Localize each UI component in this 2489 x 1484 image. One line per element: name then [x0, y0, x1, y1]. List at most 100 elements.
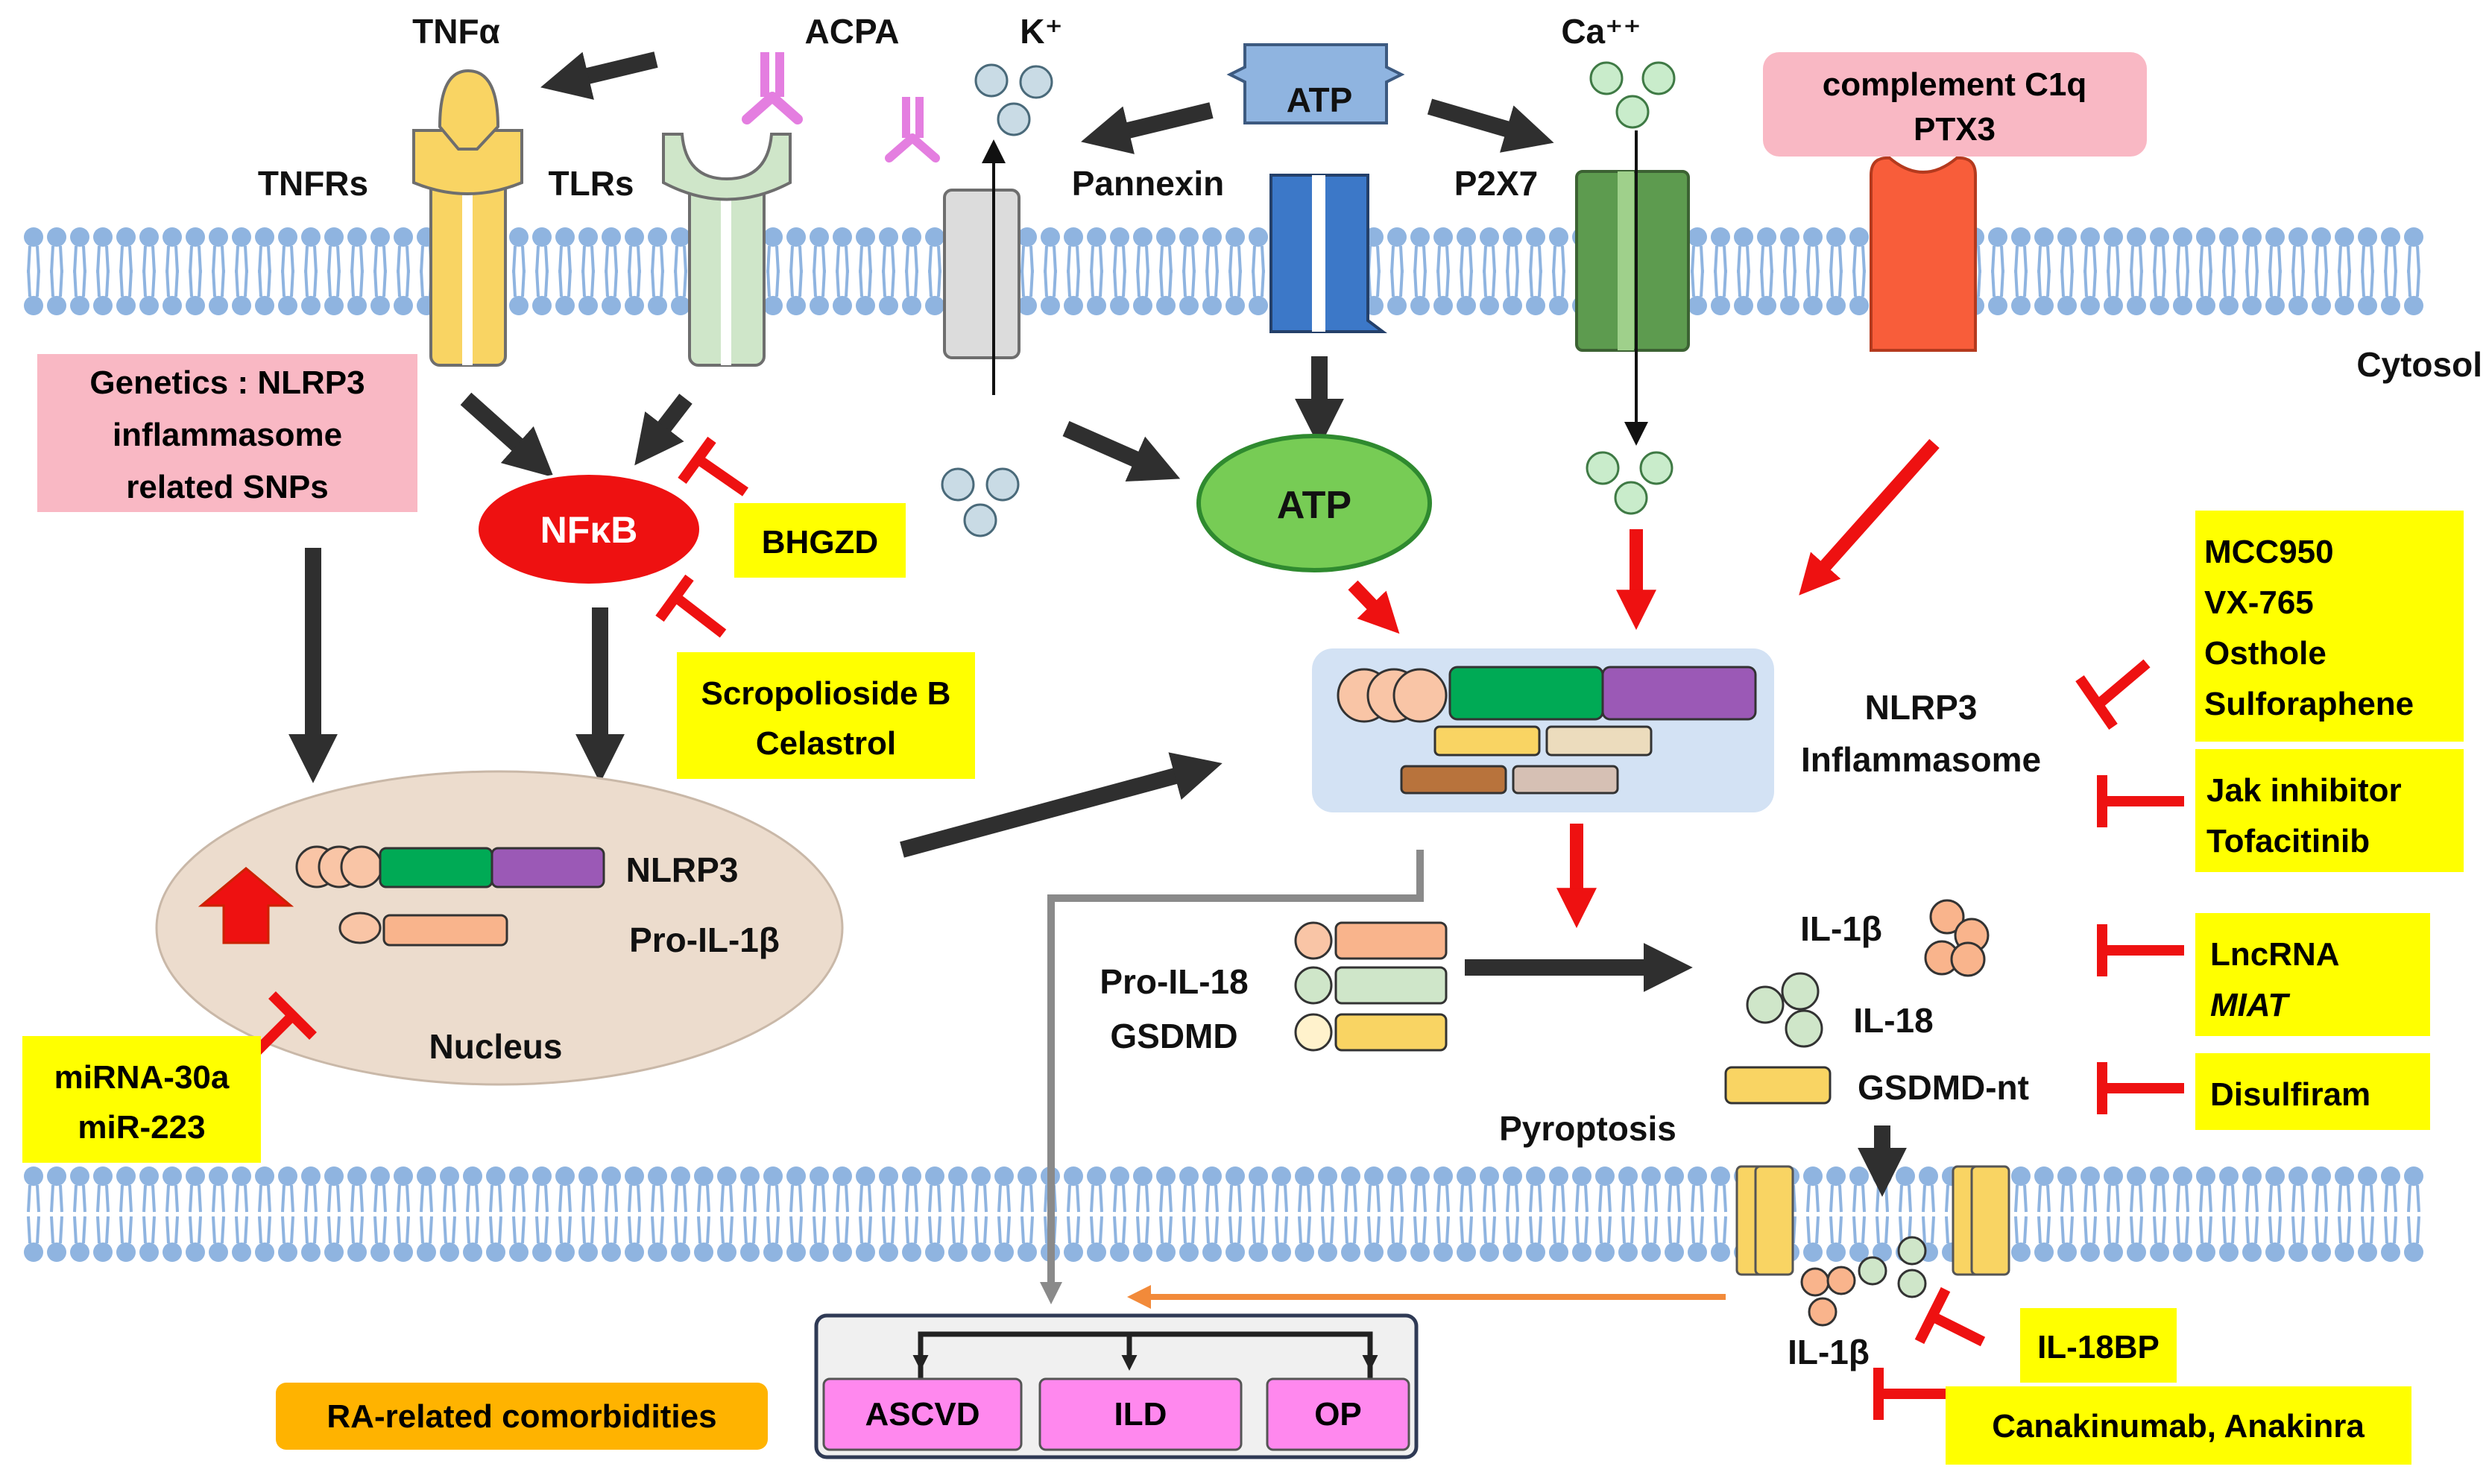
- lipid-tail: [2407, 1184, 2420, 1213]
- lipid-tail: [1113, 1184, 1126, 1213]
- lipid-head: [255, 296, 274, 315]
- lipid-tail: [1460, 1216, 1473, 1244]
- lipid-head: [648, 296, 667, 315]
- lipid-tail: [697, 1216, 710, 1244]
- lipid-head: [116, 227, 136, 247]
- lipid-tail: [2083, 1216, 2097, 1244]
- lipid-tail: [2407, 1216, 2420, 1244]
- lipid-head: [509, 1166, 529, 1186]
- lipid-head: [2150, 1166, 2169, 1186]
- lipid-tail: [1136, 1184, 1149, 1213]
- drug-box-jak: Jak inhibitor Tofacitinib: [2195, 749, 2464, 872]
- lipid-head: [1156, 227, 1176, 247]
- tnfa-ligand-shape: [438, 69, 500, 151]
- lipid-tail: [2384, 1184, 2397, 1213]
- lipid-tail: [628, 245, 641, 274]
- lipid-tail: [350, 1216, 364, 1244]
- gsdmd-pore-left: [1735, 1165, 1794, 1276]
- lipid-head: [1018, 296, 1037, 315]
- lipid-head: [2358, 296, 2377, 315]
- lipid-head: [1364, 1243, 1384, 1262]
- lipid-tail: [189, 269, 202, 297]
- lipid-tail: [1483, 1184, 1496, 1213]
- lipid-head: [163, 1166, 182, 1186]
- lipid-head: [786, 296, 806, 315]
- lipid-head: [856, 1166, 875, 1186]
- il1b-bottom-label: IL-1β: [1788, 1333, 1870, 1371]
- lipid-tail: [2014, 245, 2028, 274]
- lipid-tail: [1159, 1184, 1173, 1213]
- lipid-tail: [50, 269, 63, 297]
- lipid-head: [440, 1243, 459, 1262]
- lipid-tail: [1899, 1184, 1912, 1213]
- lipid-head: [2288, 227, 2308, 247]
- lipid-tail: [466, 1216, 479, 1244]
- lipid-tail: [1552, 245, 1565, 274]
- lipid-tail: [142, 1184, 156, 1213]
- lipid-head: [1179, 296, 1199, 315]
- lipid-tail: [119, 245, 133, 274]
- lipid-head: [1202, 296, 1222, 315]
- lipid-tail: [1621, 1184, 1635, 1213]
- lipid-head: [1849, 227, 1869, 247]
- nlrp3-label: NLRP3: [626, 850, 739, 889]
- lipid-tail: [212, 269, 225, 297]
- lipid-head: [786, 227, 806, 247]
- lipid-tail: [1483, 1216, 1496, 1244]
- lipid-head: [555, 227, 575, 247]
- lipid-tail: [2107, 245, 2120, 274]
- lipid-head: [2381, 296, 2400, 315]
- lipid-head: [1318, 1166, 1337, 1186]
- lipid-tail: [1852, 1216, 1866, 1244]
- lipid-tail: [1090, 245, 1103, 274]
- k-ion-dot: [963, 503, 997, 537]
- lipid-tail: [1182, 1184, 1196, 1213]
- lipid-head: [2127, 1166, 2146, 1186]
- lipid-tail: [1876, 1184, 1889, 1213]
- nfkb-label: NFκB: [540, 509, 638, 551]
- lipid-tail: [974, 1184, 988, 1213]
- lipid-head: [2150, 227, 2169, 247]
- gsdmd-pore-right: [1952, 1165, 2010, 1276]
- lipid-tail: [212, 1216, 225, 1244]
- dark-arrows: [288, 51, 1907, 1197]
- lipid-head: [70, 296, 89, 315]
- lipid-head: [1318, 1243, 1337, 1262]
- il1b-dot: [1950, 941, 1986, 977]
- lipid-tail: [674, 245, 687, 274]
- lipid-head: [994, 1243, 1014, 1262]
- drug-scropolioside-line1: Scropolioside B: [701, 675, 951, 712]
- lipid-head: [2219, 296, 2239, 315]
- lipid-tail: [2130, 245, 2143, 274]
- lipid-tail: [189, 1216, 202, 1244]
- lipid-head: [1341, 1243, 1360, 1262]
- lipid-head: [2173, 1243, 2192, 1262]
- lipid-tail: [1321, 1216, 1334, 1244]
- lipid-head: [47, 1166, 66, 1186]
- lipid-tail: [1090, 1216, 1103, 1244]
- lipid-head: [1433, 296, 1453, 315]
- lipid-tail: [535, 1184, 549, 1213]
- lipid-head: [394, 1166, 413, 1186]
- lipid-tail: [2245, 245, 2259, 274]
- lipid-head: [1503, 1243, 1522, 1262]
- lipid-tail: [1367, 269, 1381, 297]
- lipid-tail: [1413, 245, 1427, 274]
- lipid-head: [370, 1166, 390, 1186]
- lipid-tail: [2037, 1216, 2051, 1244]
- lipid-tail: [443, 1216, 456, 1244]
- lipid-head: [1503, 296, 1522, 315]
- lipid-tail: [2268, 269, 2282, 297]
- released-il18: [1897, 1269, 1927, 1298]
- lipid-tail: [1020, 1184, 1034, 1213]
- precursor-head: [1294, 921, 1333, 960]
- lipid-tail: [1806, 269, 1820, 297]
- lipid-head: [602, 227, 621, 247]
- lipid-tail: [1367, 245, 1381, 274]
- lipid-head: [671, 227, 690, 247]
- lipid-tail: [2083, 269, 2097, 297]
- precursor-body: [1334, 1013, 1448, 1052]
- lipid-head: [902, 1166, 921, 1186]
- precursor-stack: [1294, 921, 1448, 1052]
- lipid-head: [1803, 296, 1823, 315]
